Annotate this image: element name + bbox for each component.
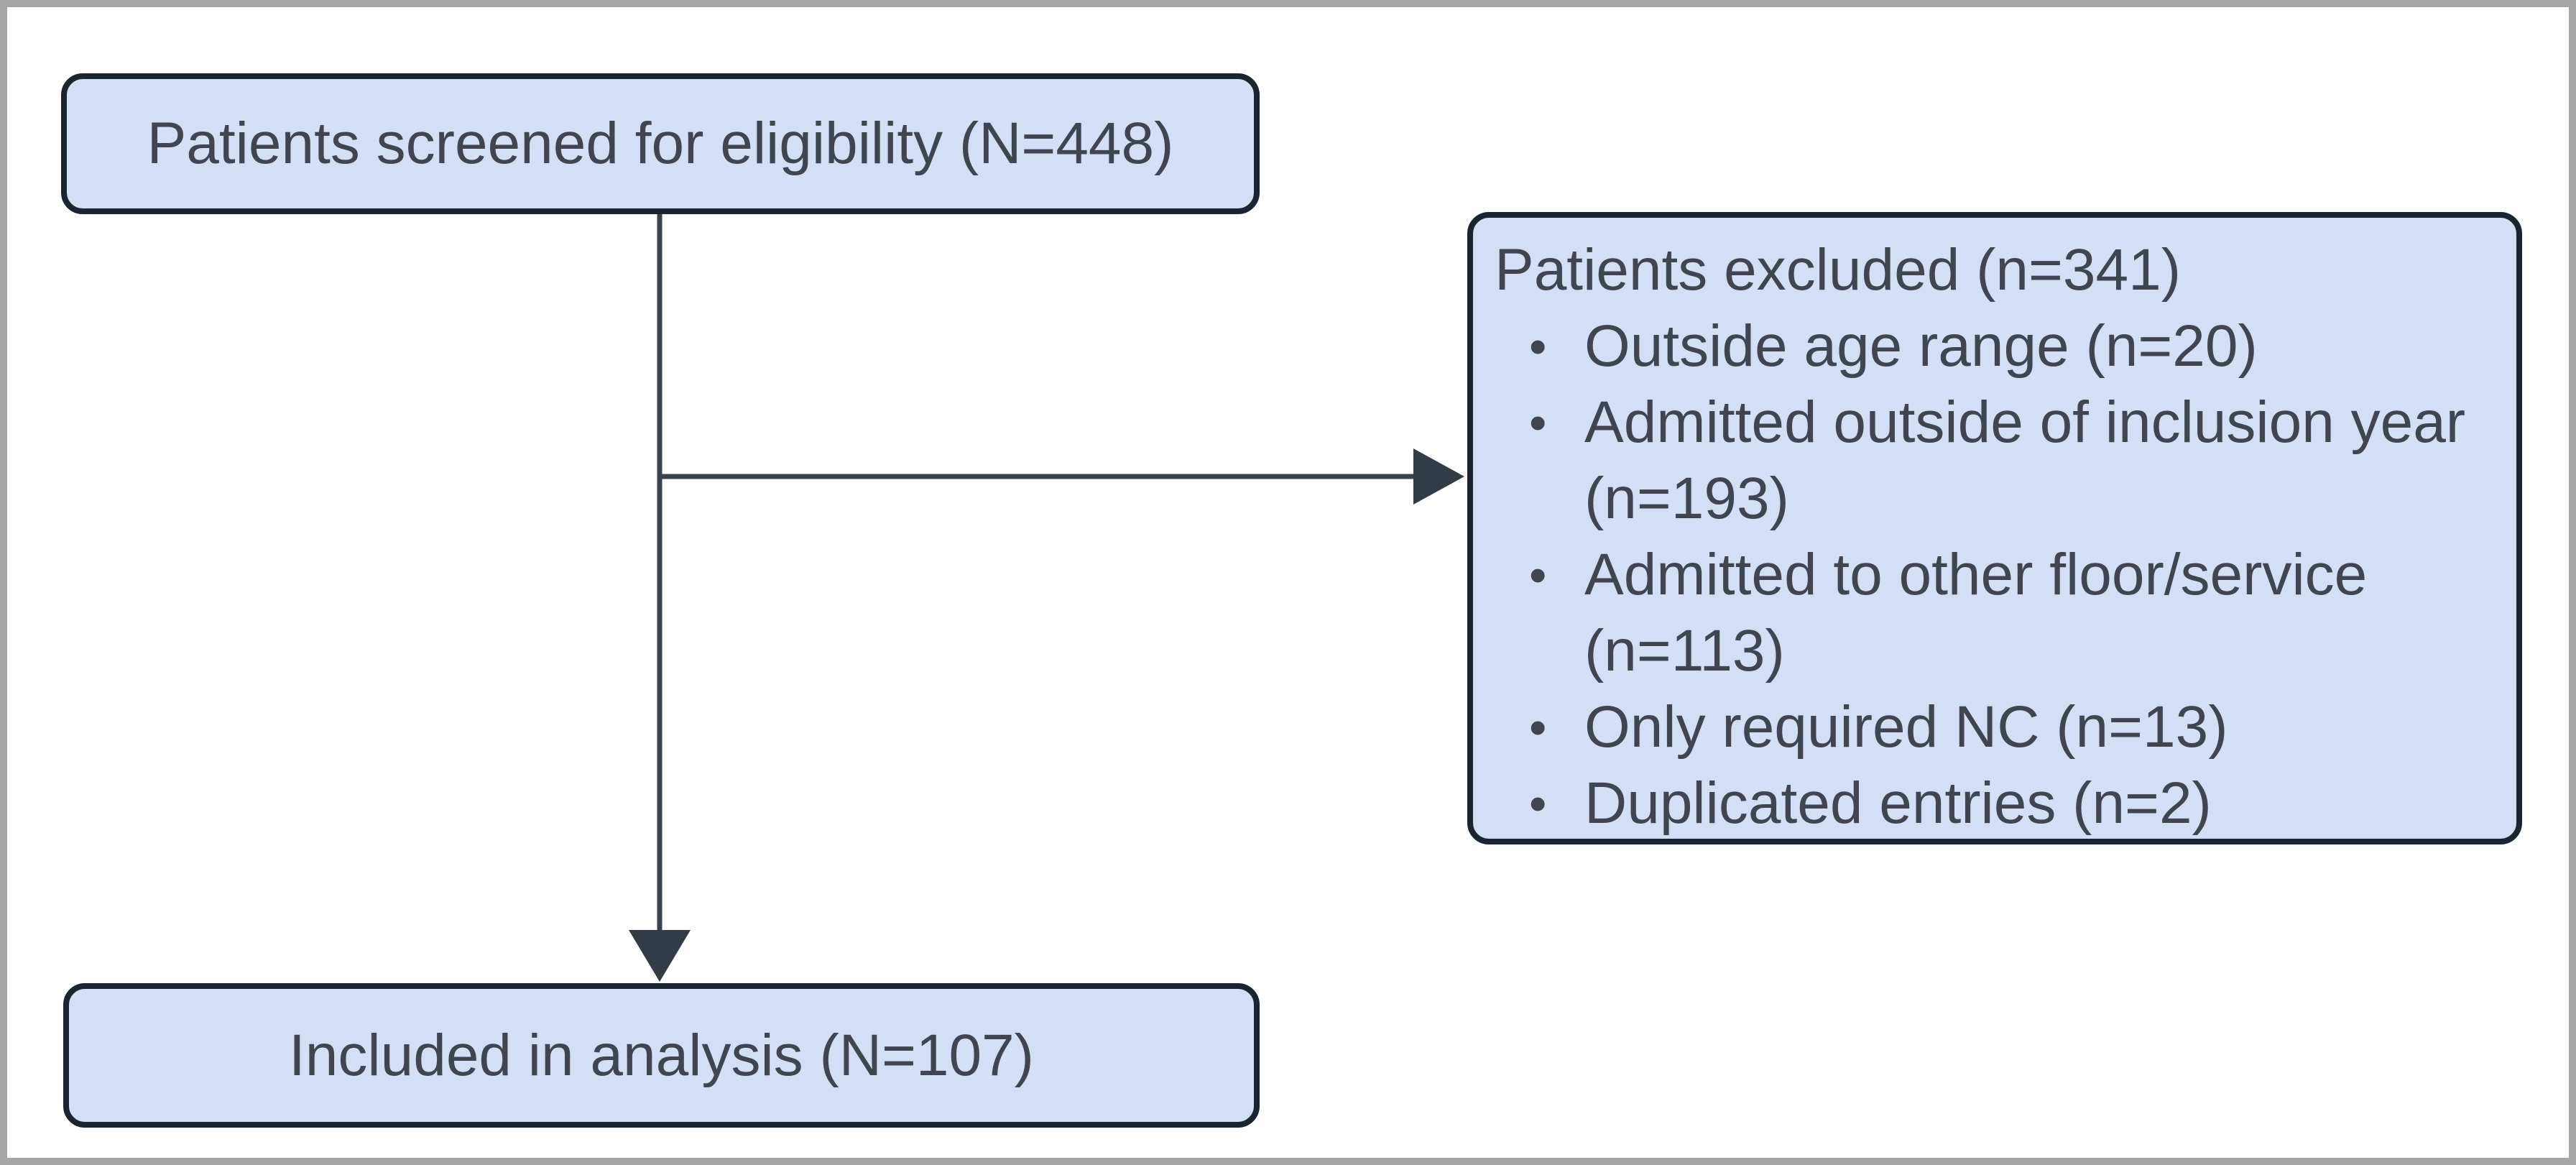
bullet-icon: • [1529, 318, 1547, 374]
arrowhead-right-icon [1413, 448, 1464, 505]
bullet-icon: • [1529, 395, 1547, 451]
excluded-reason-item: • Duplicated entries (n=2) [1495, 765, 2499, 842]
excluded-reason-item: • Outside age range (n=20) [1495, 308, 2499, 385]
screened-box: Patients screened for eligibility (N=448… [61, 73, 1260, 214]
screened-box-label: Patients screened for eligibility (N=448… [147, 111, 1174, 176]
excluded-reason-text: Duplicated entries (n=2) [1584, 770, 2212, 836]
excluded-reason-text: Outside age range (n=20) [1584, 313, 2258, 379]
excluded-reason-text: Admitted outside of inclusion year (n=19… [1584, 390, 2466, 531]
arrowhead-down-icon [629, 930, 691, 982]
excluded-reason-item: • Admitted outside of inclusion year (n=… [1495, 385, 2499, 537]
excluded-reason-text: Only required NC (n=13) [1584, 694, 2228, 760]
excluded-reasons-list: • Outside age range (n=20) • Admitted ou… [1495, 308, 2499, 842]
connector-layer [629, 213, 1464, 982]
excluded-reason-item: • Only required NC (n=13) [1495, 689, 2499, 765]
included-box: Included in analysis (N=107) [63, 983, 1260, 1128]
excluded-box-title: Patients excluded (n=341) [1495, 237, 2182, 303]
bullet-icon: • [1529, 775, 1547, 832]
excluded-reason-item: • Admitted to other floor/service (n=113… [1495, 537, 2499, 689]
bullet-icon: • [1529, 547, 1547, 603]
bullet-icon: • [1529, 699, 1547, 755]
excluded-box: Patients excluded (n=341) • Outside age … [1467, 212, 2522, 844]
excluded-reason-text: Admitted to other floor/service (n=113) [1584, 542, 2368, 683]
included-box-label: Included in analysis (N=107) [289, 1022, 1034, 1088]
